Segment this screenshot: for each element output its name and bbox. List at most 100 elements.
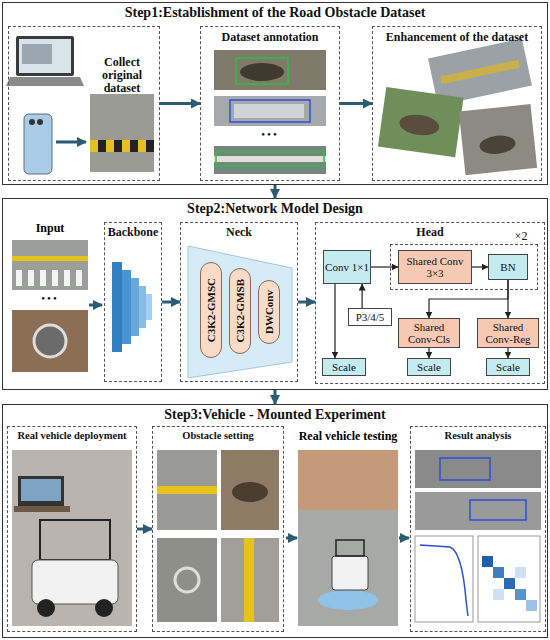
augmented-photo <box>378 87 464 157</box>
node-text: BN <box>500 261 515 273</box>
module-box: NeckC3K2-GMSCC3K2-GMSBDWConv <box>180 222 298 382</box>
road-photo <box>146 140 154 152</box>
node-text: Step3:Vehicle - Mounted Experiment <box>2 407 548 422</box>
laptop-photo <box>19 39 71 73</box>
node-text: Shared Conv 3×3 <box>399 255 471 279</box>
flow-arrow <box>399 538 409 539</box>
flow-arrow <box>399 537 409 540</box>
flow-arrow <box>89 304 102 307</box>
conv-block: Shared Conv 3×3 <box>398 250 472 284</box>
node-text: Scale <box>496 361 520 373</box>
vehicle-photo <box>14 506 70 512</box>
neck-funnel <box>188 246 292 378</box>
result-figure <box>478 536 540 622</box>
obstacle-photo <box>157 486 217 494</box>
annotated-photo <box>236 58 288 84</box>
result-figure <box>482 556 493 567</box>
vehicle-photo <box>95 599 113 617</box>
flow-arrow <box>160 102 200 105</box>
step-panel: Step2:Network Model DesignBackboneNeckC3… <box>2 198 548 390</box>
laptop-photo <box>16 36 74 76</box>
result-figure <box>493 567 504 578</box>
result-figure <box>420 545 468 616</box>
node-text: Head <box>315 226 545 239</box>
annotated-photo <box>214 96 326 126</box>
node-text: C3K2-GMSC <box>205 278 217 342</box>
node-text: Obstacle setting <box>152 430 284 442</box>
road-photo <box>138 140 146 152</box>
flow-arrow <box>274 390 277 404</box>
result-figure <box>515 567 526 578</box>
flow-arrow <box>89 305 102 306</box>
road-photo <box>106 140 114 152</box>
vehicle-photo <box>21 479 61 501</box>
testing-photo <box>336 540 364 556</box>
node-text: DWConv <box>263 290 275 334</box>
input-photo <box>28 270 34 286</box>
vehicle-photo <box>12 450 132 626</box>
result-figure <box>440 458 490 480</box>
stage-box: Enhancement of the dataset <box>372 26 542 181</box>
testing-photo <box>298 450 398 626</box>
annotated-photo <box>214 146 326 174</box>
result-figure <box>515 589 526 600</box>
vehicle-photo <box>37 599 55 617</box>
testing-photo <box>332 556 368 590</box>
neck-funnel <box>188 246 292 378</box>
stage-box: Result analysis <box>410 426 546 632</box>
input-photo <box>52 270 58 286</box>
module-box: HeadConv 1×1×2Shared Conv 3×3BNP3/4/5Sha… <box>315 222 545 384</box>
signal-arrow <box>334 284 335 358</box>
testing-photo <box>298 450 398 626</box>
phone-photo <box>37 119 43 125</box>
conv-block: Shared Conv-Cls <box>398 318 460 348</box>
feature-input: P3/4/5 <box>348 308 392 326</box>
node-text: Enhancement of the dataset <box>372 31 542 44</box>
input-photo <box>12 240 88 372</box>
layer-pill: C3K2-GMSC <box>200 262 222 358</box>
obstacle-photo <box>232 482 268 502</box>
road-photo <box>114 140 122 152</box>
node-text: Step2:Network Model Design <box>2 201 548 216</box>
input-photo <box>16 270 22 286</box>
signal-arrow <box>507 280 508 318</box>
result-figure <box>415 450 541 622</box>
stage-box: Real vehicle deployment <box>7 426 137 632</box>
section-label: Real vehicle testing <box>292 430 404 443</box>
flow-arrow <box>286 537 297 540</box>
flow-arrow <box>56 141 86 144</box>
annotated-photo <box>214 50 326 90</box>
stage-box: Dataset annotation <box>200 26 340 181</box>
road-photo <box>90 140 98 152</box>
flow-arrow <box>286 538 297 539</box>
obstacle-photo <box>175 568 199 592</box>
node-text: Conv 1×1 <box>325 261 369 273</box>
result-figure <box>470 500 526 520</box>
obstacle-photo <box>221 450 279 530</box>
augmented-photo <box>378 87 464 157</box>
phone-photo <box>29 119 35 125</box>
signal-arrow <box>429 280 508 318</box>
road-photo <box>130 140 138 152</box>
testing-photo <box>318 590 378 610</box>
node-text: Dataset annotation <box>200 31 340 44</box>
backbone-layers <box>122 270 131 344</box>
input-photo <box>12 310 88 372</box>
backbone-layers <box>112 262 122 352</box>
annotated-photo <box>234 104 304 118</box>
norm-block: BN <box>488 254 528 280</box>
road-photo <box>90 94 154 172</box>
result-figure <box>415 492 541 530</box>
conv-block: Conv 1×1 <box>323 250 371 284</box>
flow-arrow <box>162 301 180 304</box>
augmented-photo <box>378 39 537 176</box>
backbone-layers <box>112 262 152 352</box>
obstacle-photo <box>244 538 254 622</box>
step-panel: Step3:Vehicle - Mounted ExperimentReal v… <box>2 404 548 638</box>
annotated-photo <box>240 63 284 81</box>
phone-photo <box>24 114 52 174</box>
signal-arrow <box>371 266 398 267</box>
annotated-photo <box>214 156 326 162</box>
augmented-photo <box>459 104 537 175</box>
node-text: Scale <box>417 361 441 373</box>
